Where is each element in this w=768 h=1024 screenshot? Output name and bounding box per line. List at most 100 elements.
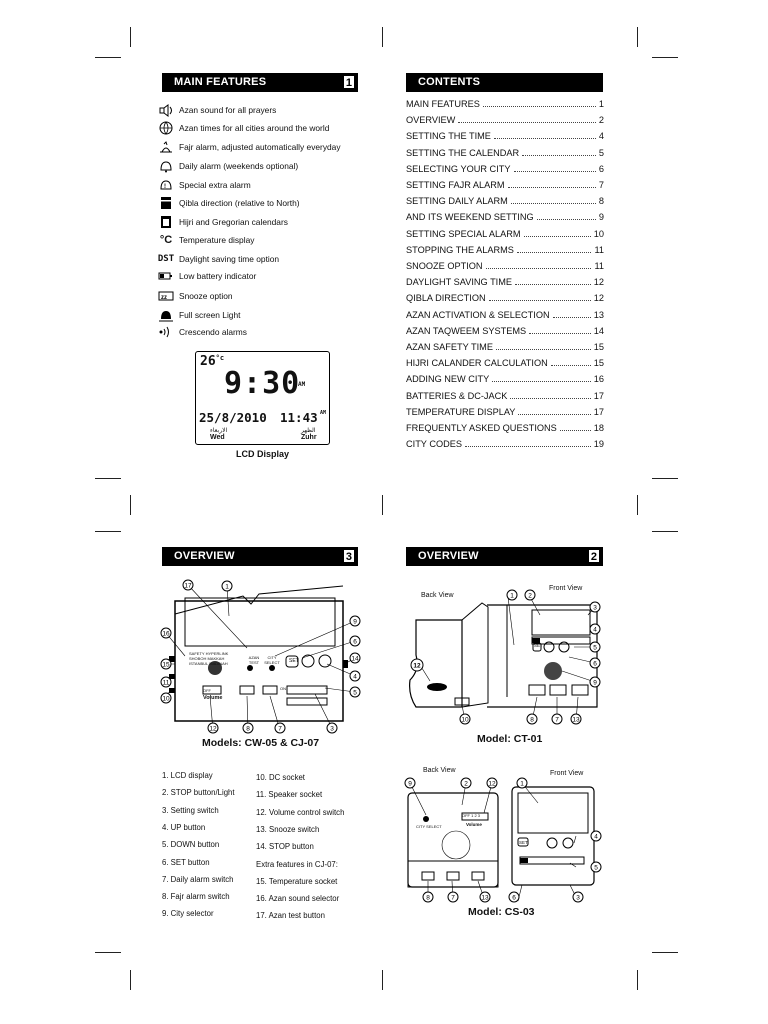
feature-label: Snooze option <box>179 291 233 301</box>
cs03-volume-label: Volume <box>466 822 482 827</box>
crop-mark <box>652 952 678 953</box>
toc-leader-dots <box>492 374 591 383</box>
toc-entry-label: FREQUENTLY ASKED QUESTIONS <box>406 423 557 433</box>
svg-text:10: 10 <box>461 717 469 724</box>
legend-item: 1. LCD display <box>162 771 213 780</box>
svg-text:3: 3 <box>576 895 580 902</box>
lcd-prayer-name: Zuhr <box>301 434 317 441</box>
globe-icon <box>157 121 175 135</box>
azan-label: MADINAH <box>209 661 228 666</box>
feature-item: Crescendo alarms <box>157 323 247 341</box>
toc-entry-label: HIJRI CALANDER CALCULATION <box>406 358 548 369</box>
speaker-socket <box>169 674 175 679</box>
toc-leader-dots <box>458 115 596 124</box>
up-button <box>318 654 332 668</box>
feature-item: Azan sound for all prayers <box>157 101 276 119</box>
legend-item: 5. DOWN button <box>162 840 220 850</box>
stop-button <box>343 660 348 668</box>
feature-item: Low battery indicator <box>157 267 256 285</box>
ct01-diagram: 1 2 3 4 5 6 9 8 7 13 10 12 <box>409 589 601 725</box>
azan-label: MAKKAH <box>207 656 225 661</box>
crop-mark <box>382 970 383 990</box>
snooze-icon: zz <box>157 289 175 303</box>
lcd-date: 25/8/2010 <box>199 410 267 425</box>
dst-icon: DST <box>157 254 175 264</box>
toc-entry-page: 17 <box>593 390 604 401</box>
crescendo-icon <box>157 325 175 339</box>
feature-item: Daily alarm (weekends optional) <box>157 157 298 175</box>
feature-label: Qibla direction (relative to North) <box>179 198 300 208</box>
legend-item: 13. Snooze switch <box>256 824 320 834</box>
toc-leader-dots <box>559 423 591 431</box>
crop-mark <box>130 495 131 515</box>
ct01-fajr-switch <box>528 684 546 696</box>
crop-mark <box>637 495 638 515</box>
svg-text:!: ! <box>164 184 166 190</box>
cw05-diagram: 17 1 9 6 14 4 5 3 7 8 12 16 15 11 10 <box>160 579 361 734</box>
cs03-back-label: Back View <box>423 767 456 774</box>
qibla-icon <box>157 196 175 210</box>
feature-label: Crescendo alarms <box>179 327 247 337</box>
down-button <box>301 654 315 668</box>
toc-leader-dots <box>522 148 596 156</box>
legend-item: 9. City selector <box>162 909 214 919</box>
battery-icon <box>157 269 175 283</box>
ct01-city-knob <box>544 662 562 680</box>
cs03-set-button <box>517 837 529 847</box>
toc-entry-page: 6 <box>598 163 604 174</box>
cs03-fajr-switch <box>421 871 435 881</box>
toc-entry-page: 11 <box>594 261 604 271</box>
svg-text:5: 5 <box>593 645 597 652</box>
svg-text:7: 7 <box>278 726 282 733</box>
legend-item: 15. Temperature socket <box>256 876 338 886</box>
cs03-speaker <box>441 830 471 860</box>
cs03-city-select-label: CITY SELECT <box>416 824 442 829</box>
svg-text:13: 13 <box>572 717 580 724</box>
legend-item: 8. Fajr alarm switch <box>162 892 230 902</box>
feature-item: Qibla direction (relative to North) <box>157 194 300 212</box>
cs03-volume-switch <box>461 812 489 821</box>
toc-entry-page: 8 <box>598 196 604 207</box>
overview-header-right: OVERVIEW 2 <box>406 547 603 566</box>
legend-item: 4. UP button <box>162 822 206 832</box>
svg-text:5: 5 <box>594 865 598 872</box>
toc-leader-dots <box>485 261 592 269</box>
svg-text:6: 6 <box>593 661 597 668</box>
ct01-down-button <box>543 641 555 653</box>
toc-entry-label: ADDING NEW CITY <box>406 374 490 385</box>
feature-item: Hijri and Gregorian calendars <box>157 213 288 231</box>
toc-leader-dots <box>482 99 596 107</box>
temperature-socket <box>169 656 175 662</box>
toc-entry-page: 12 <box>593 277 604 288</box>
feature-item: ! Special extra alarm <box>157 176 251 194</box>
crop-mark <box>95 478 121 479</box>
cs03-down-button <box>546 837 558 849</box>
toc-leader-dots <box>510 391 591 399</box>
toc-entry-label: OVERVIEW <box>406 115 456 126</box>
ct01-set-button <box>532 642 542 652</box>
feature-label: Daily alarm (weekends optional) <box>179 161 299 171</box>
feature-label: Temperature display <box>179 235 255 245</box>
